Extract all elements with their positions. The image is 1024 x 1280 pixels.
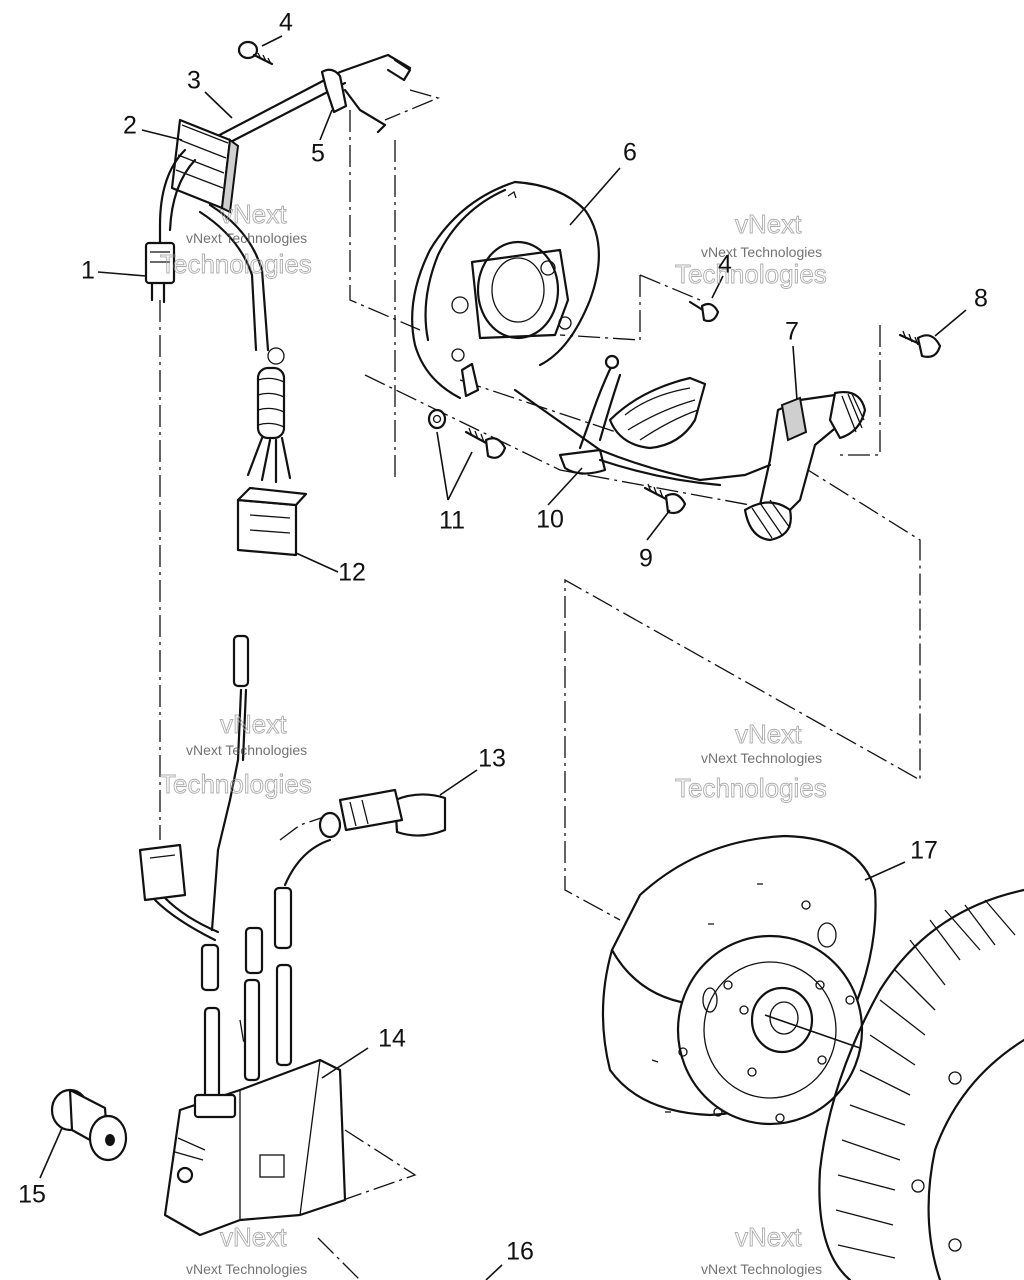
clip-5 bbox=[320, 68, 348, 114]
plug-12 bbox=[236, 486, 308, 557]
leader-lines bbox=[39, 35, 967, 1179]
ignition-lead bbox=[210, 634, 250, 932]
watermark: vNext vNext Technologies Technologies bbox=[675, 719, 828, 804]
callout-8: 8 bbox=[974, 285, 988, 313]
callout-5: 5 bbox=[311, 140, 325, 168]
watermarks: vNext vNext Technologies Technologies vN… bbox=[160, 199, 828, 1277]
callout-4-right: 4 bbox=[718, 251, 732, 279]
callout-7: 7 bbox=[785, 318, 799, 346]
callout-labels: 1 2 3 4 4 5 6 7 8 9 10 11 12 13 14 15 16… bbox=[18, 9, 988, 1266]
coil-assembly-7 bbox=[743, 391, 867, 542]
svg-text:vNext Technologies: vNext Technologies bbox=[186, 230, 307, 246]
watermark: vNext vNext Technologies Technologies bbox=[675, 209, 828, 290]
callout-10: 10 bbox=[536, 506, 564, 534]
wire-harness-3 bbox=[208, 53, 412, 152]
leader-16 bbox=[485, 1264, 503, 1280]
cooling-fan bbox=[818, 888, 1024, 1280]
svg-text:vNext: vNext bbox=[735, 1222, 802, 1252]
screw-9 bbox=[643, 483, 687, 515]
connector-lower bbox=[138, 843, 220, 942]
callout-3: 3 bbox=[187, 67, 201, 95]
callout-1: 1 bbox=[81, 257, 95, 285]
callout-16: 16 bbox=[506, 1238, 534, 1266]
callout-4-top: 4 bbox=[279, 9, 293, 37]
svg-text:Technologies: Technologies bbox=[160, 769, 312, 799]
grommet-15 bbox=[50, 1088, 128, 1162]
alignment-lines bbox=[159, 89, 921, 1280]
svg-text:vNext: vNext bbox=[220, 199, 287, 229]
watermark: vNext vNext Technologies Technologies bbox=[160, 199, 313, 280]
callout-14: 14 bbox=[378, 1025, 406, 1053]
callout-2: 2 bbox=[123, 112, 137, 140]
svg-text:Technologies: Technologies bbox=[675, 773, 827, 803]
callout-9: 9 bbox=[639, 545, 653, 573]
svg-text:vNext Technologies: vNext Technologies bbox=[701, 1261, 822, 1277]
callout-13: 13 bbox=[478, 745, 506, 773]
svg-text:Technologies: Technologies bbox=[675, 259, 827, 289]
watermark: vNext vNext Technologies bbox=[701, 1222, 822, 1277]
connector-1-and-harness bbox=[144, 148, 292, 484]
svg-text:vNext Technologies: vNext Technologies bbox=[186, 1261, 307, 1277]
svg-text:vNext: vNext bbox=[735, 209, 802, 239]
screw-4-top bbox=[237, 40, 274, 66]
stator-plate-6 bbox=[411, 180, 600, 400]
callout-15: 15 bbox=[18, 1181, 46, 1209]
callout-17: 17 bbox=[910, 837, 938, 865]
screw-washer-11 bbox=[427, 408, 507, 459]
svg-text:vNext: vNext bbox=[735, 719, 802, 749]
callout-6: 6 bbox=[623, 139, 637, 167]
ignition-coil-14 bbox=[163, 886, 347, 1237]
callout-12: 12 bbox=[338, 559, 366, 587]
svg-text:vNext Technologies: vNext Technologies bbox=[701, 244, 822, 260]
screw-8 bbox=[898, 330, 942, 358]
wire-clamp-10 bbox=[513, 354, 772, 487]
watermark: vNext vNext Technologies Technologies bbox=[160, 709, 313, 800]
screw-4-right bbox=[688, 300, 720, 323]
svg-text:vNext Technologies: vNext Technologies bbox=[186, 742, 307, 758]
flywheel-17 bbox=[601, 834, 877, 1126]
svg-text:vNext: vNext bbox=[220, 709, 287, 739]
svg-text:vNext: vNext bbox=[220, 1222, 287, 1252]
spark-plug-cap-13 bbox=[283, 788, 447, 887]
callout-11: 11 bbox=[439, 507, 465, 535]
watermark: vNext vNext Technologies bbox=[186, 1222, 307, 1277]
regulator-2 bbox=[170, 118, 240, 214]
svg-text:Technologies: Technologies bbox=[160, 249, 312, 279]
svg-text:vNext Technologies: vNext Technologies bbox=[701, 750, 822, 766]
